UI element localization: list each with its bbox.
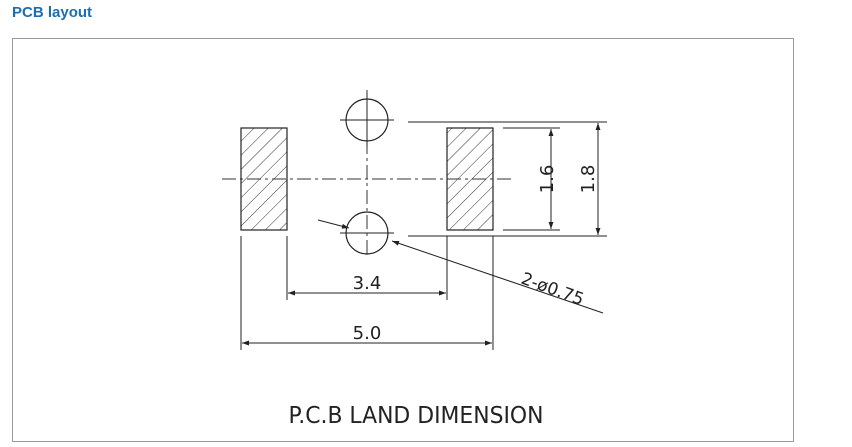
dimension-lines (242, 123, 601, 346)
dim-outer-span-label: 5.0 (353, 323, 382, 344)
dim-pad-height-label: 1.6 (537, 165, 558, 194)
extension-lines (240, 121, 607, 350)
left-pad (240, 127, 288, 231)
section-title: PCB layout (12, 4, 93, 21)
dim-overall-height-label: 1.8 (578, 165, 599, 194)
hole-leader (317, 219, 604, 314)
hole-callout-label: 2-ø0.75 (518, 269, 586, 310)
dim-inner-span-label: 3.4 (353, 273, 382, 294)
drawing-frame (12, 38, 794, 442)
drawing-caption: P.C.B LAND DIMENSION (289, 403, 544, 429)
right-pad (446, 127, 494, 231)
